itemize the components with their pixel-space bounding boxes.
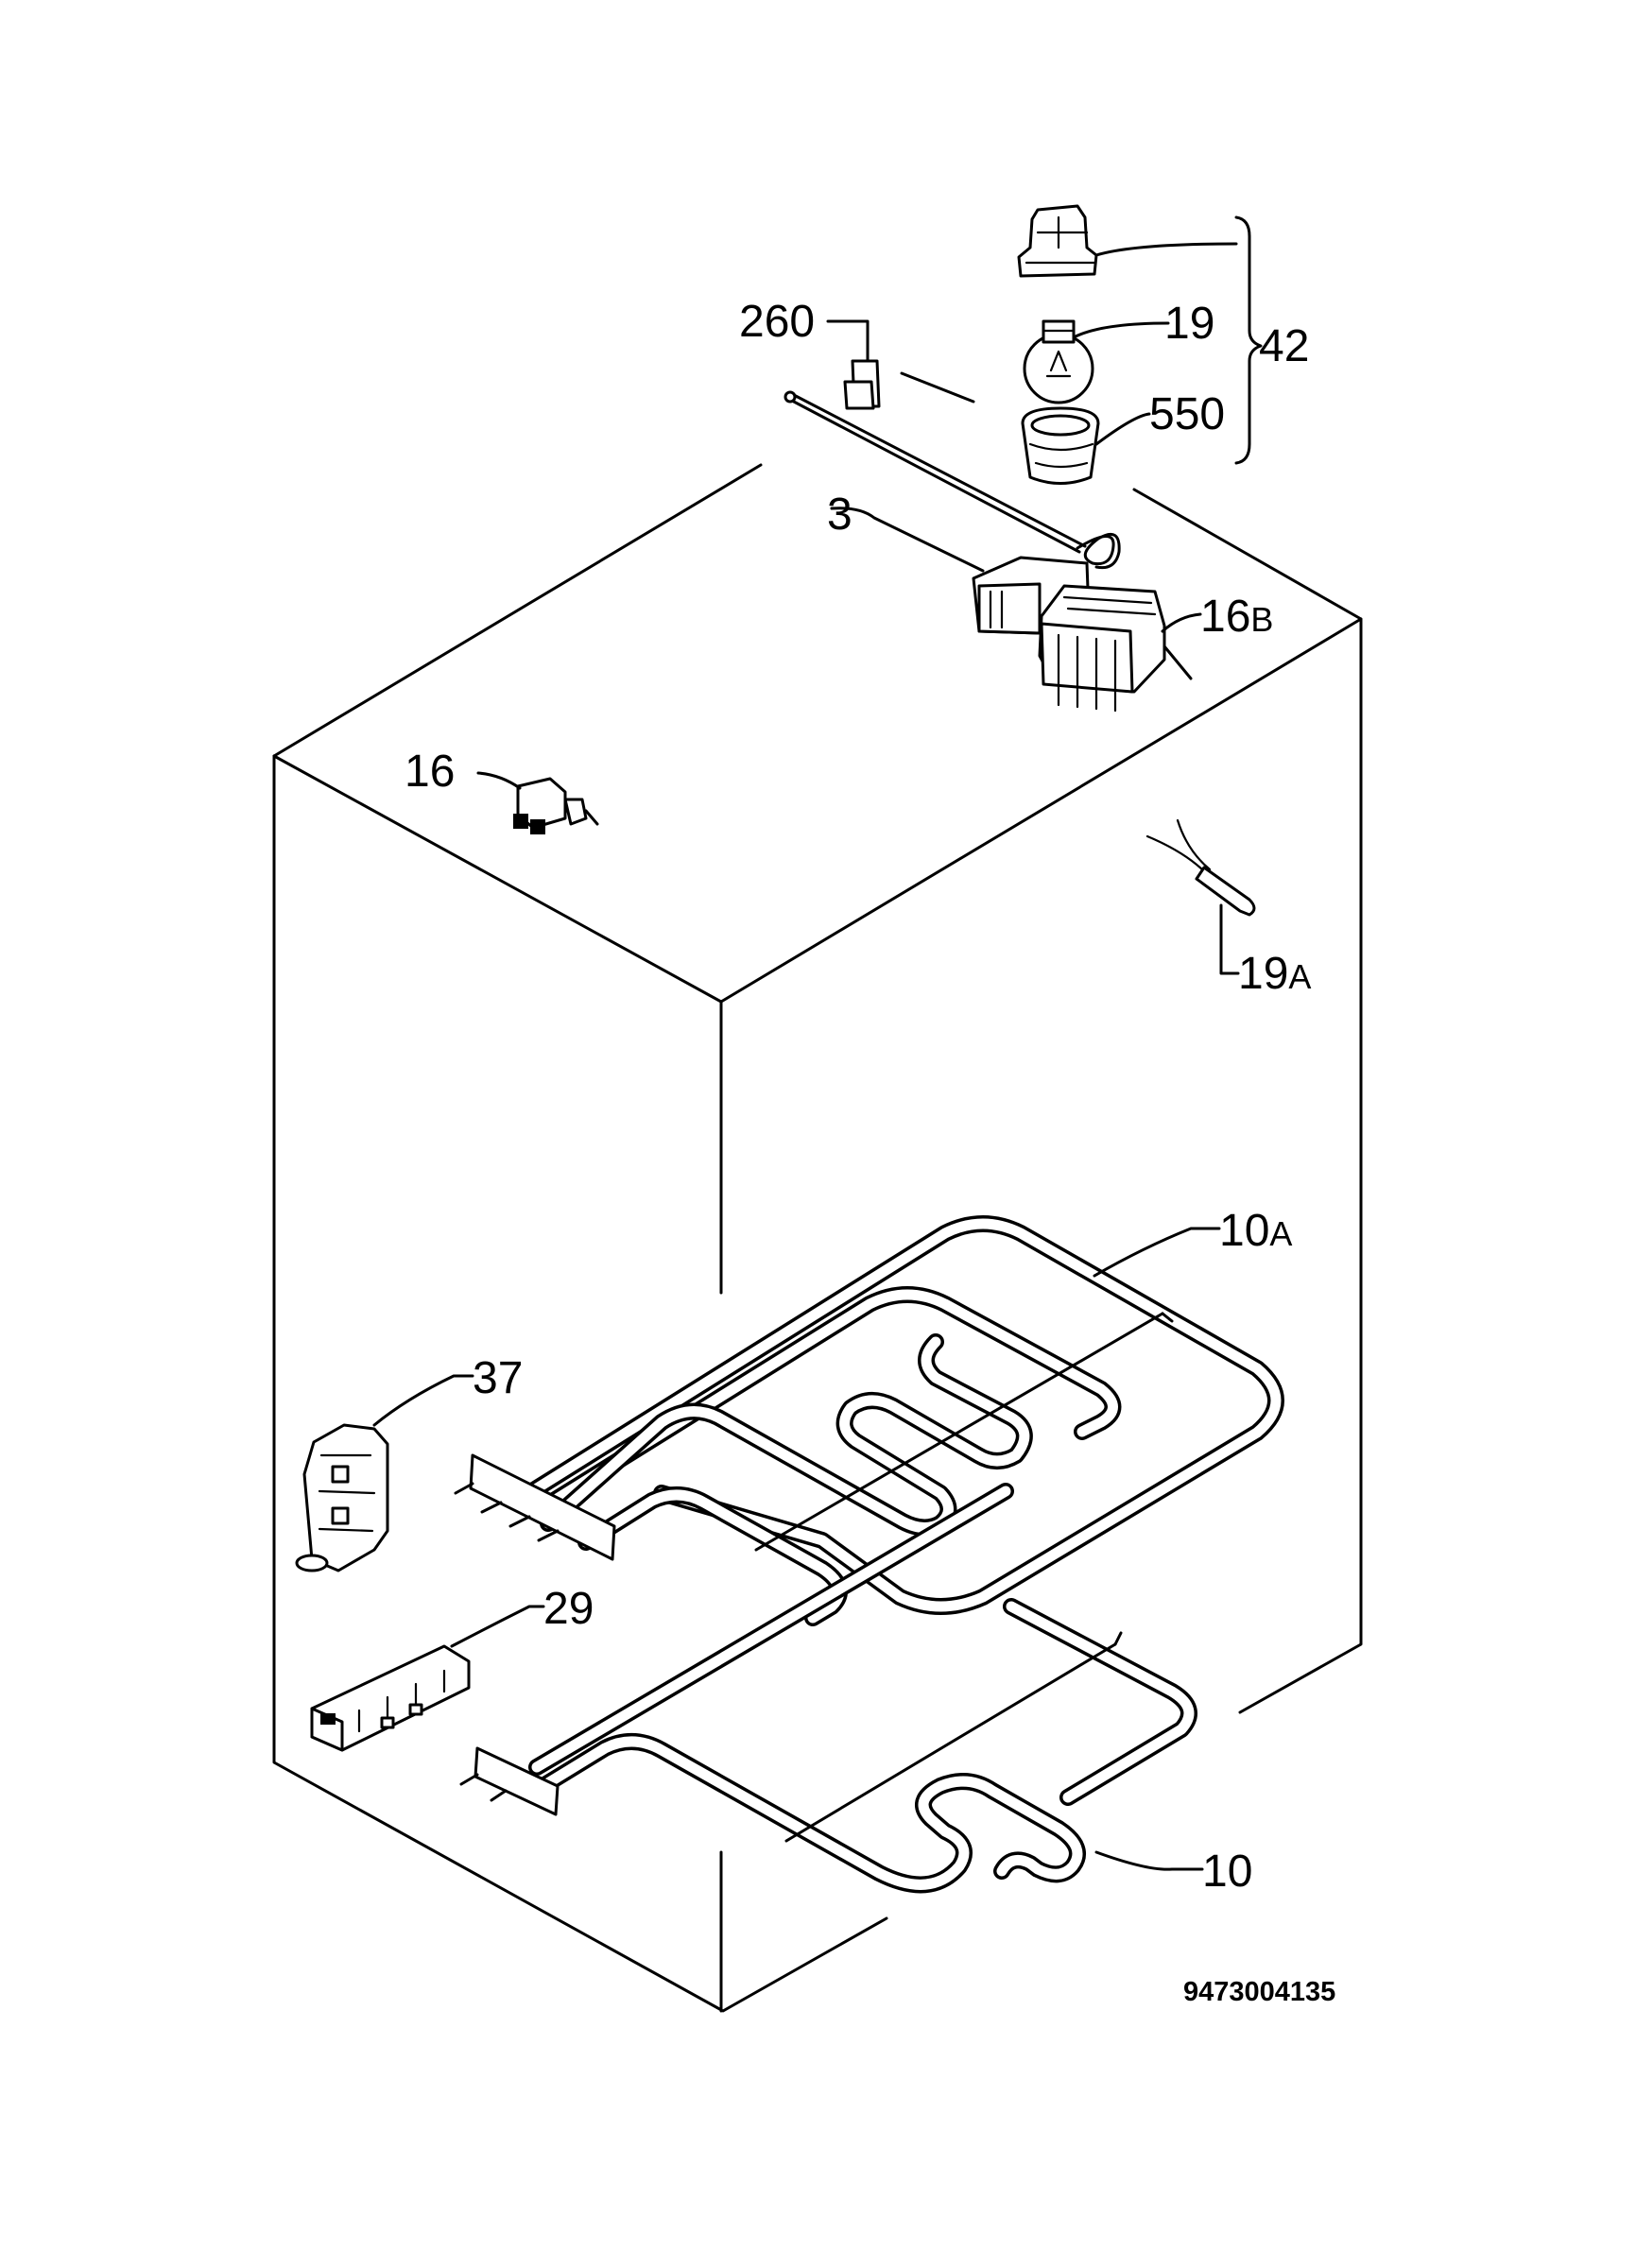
lamp-bulb: [1023, 319, 1170, 404]
appliance-body-outline: [272, 463, 1363, 2013]
label-10a: 10A: [1219, 1206, 1292, 1256]
grill-element-10a: [454, 1215, 1284, 1626]
document-code: 9473004135: [1183, 1977, 1335, 2007]
bake-element-10: [459, 1483, 1204, 1894]
lamp-cap: [1017, 204, 1238, 278]
temp-probe-19a: [1145, 818, 1256, 975]
label-42: 42: [1259, 321, 1309, 371]
label-10: 10: [1202, 1847, 1252, 1897]
label-260: 260: [739, 297, 815, 347]
label-19: 19: [1164, 299, 1214, 349]
label-3: 3: [827, 490, 852, 540]
push-switch-16: [476, 771, 599, 834]
door-switch-37: [295, 1374, 474, 1572]
selector-switch-16b: [1038, 584, 1202, 713]
part-42-brace: [1234, 215, 1263, 465]
label-29: 29: [543, 1584, 594, 1634]
label-16: 16: [405, 747, 455, 797]
label-19a: 19A: [1238, 949, 1311, 999]
capillary-tube: [784, 390, 1121, 570]
terminal-block-29: [310, 1605, 545, 1752]
clip-260: [826, 319, 975, 410]
label-37: 37: [473, 1353, 523, 1403]
lamp-holder: [1021, 406, 1151, 485]
label-16b: 16B: [1200, 592, 1273, 642]
label-550: 550: [1149, 389, 1225, 439]
